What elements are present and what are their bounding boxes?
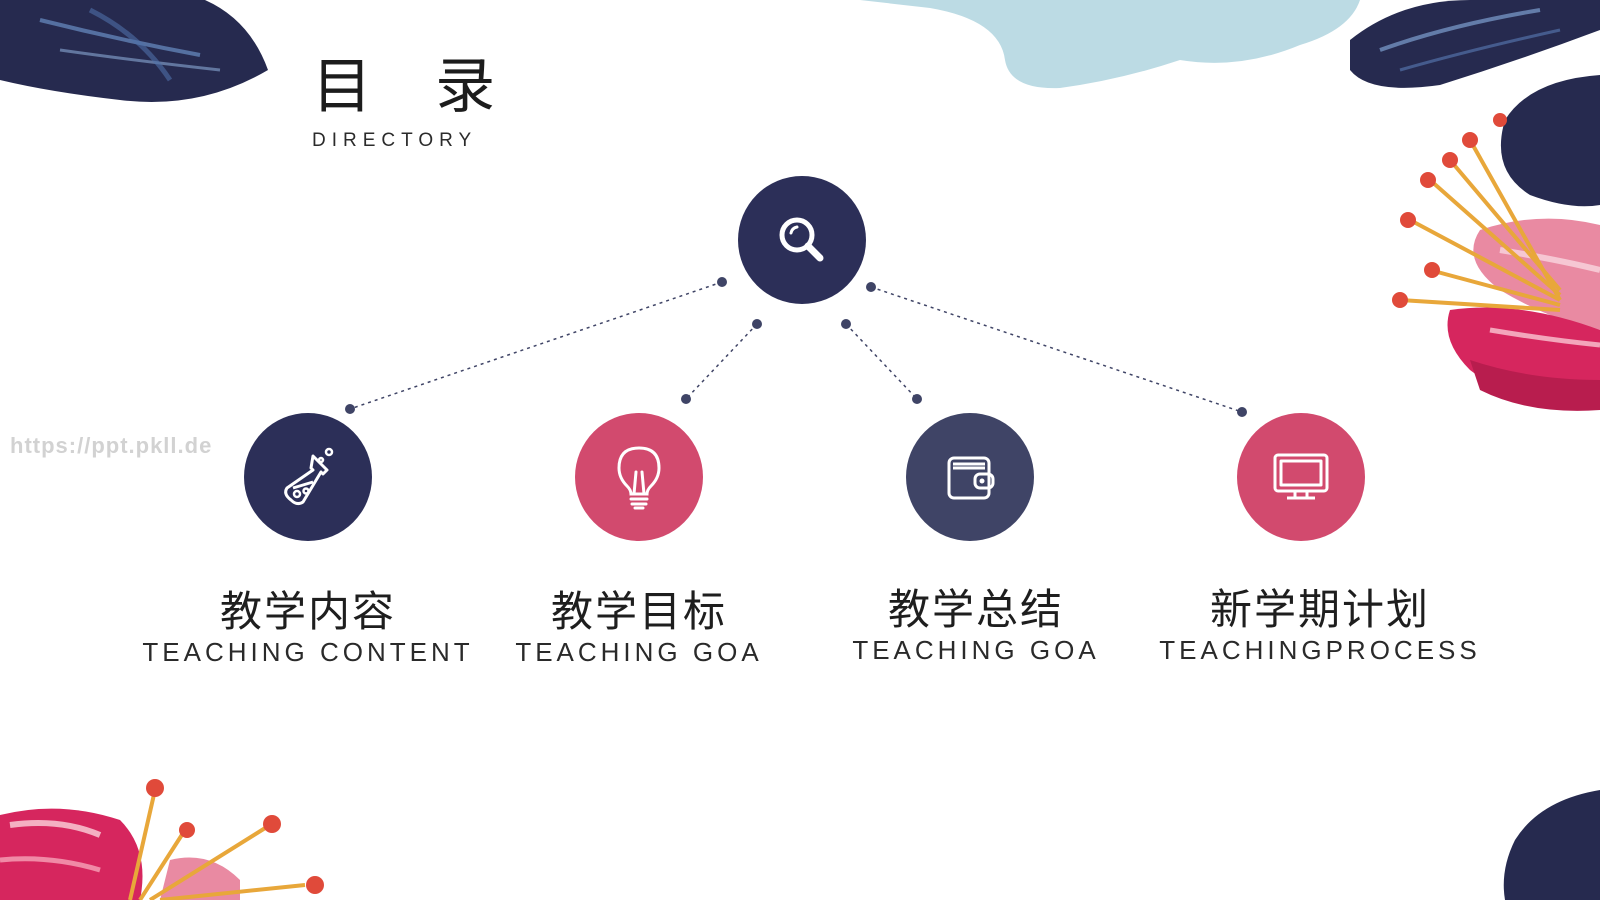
item-title-en: TEACHINGPROCESS [1159, 635, 1481, 665]
flask-icon [284, 447, 334, 506]
item-title-cn: 教学内容 [219, 587, 396, 636]
watermark-url: https://ppt.pkll.de [10, 433, 213, 458]
right-flower [1392, 113, 1600, 411]
connector-dot [1237, 407, 1247, 417]
connector-line-3 [845, 323, 918, 400]
connector-dot [866, 282, 876, 292]
item-title-cn: 新学期计划 [1209, 585, 1430, 634]
connector-dot [912, 394, 922, 404]
item-node-new-term-plan[interactable] [1237, 413, 1365, 541]
item-label-3: 教学总结 TEACHING GOA [786, 585, 1166, 666]
connector-line-4 [870, 286, 1243, 413]
monitor-icon [1273, 453, 1329, 500]
right-leaf [1500, 75, 1600, 207]
item-node-teaching-summary[interactable] [906, 413, 1034, 541]
wallet-icon [947, 456, 995, 500]
connector-dot [752, 319, 762, 329]
item-title-en: TEACHING CONTENT [142, 637, 474, 667]
connector-line-1 [349, 281, 723, 410]
connector-dot [717, 277, 727, 287]
bottom-left-flower [0, 779, 324, 900]
item-label-2: 教学目标 TEACHING GOA [449, 587, 829, 668]
connector-dot [841, 319, 851, 329]
item-title-en: TEACHING GOA [515, 637, 763, 667]
connector-line-2 [685, 323, 758, 400]
item-label-4: 新学期计划 TEACHINGPROCESS [1130, 585, 1510, 666]
item-node-teaching-goal[interactable] [575, 413, 703, 541]
search-icon [779, 217, 824, 262]
item-title-en: TEACHING GOA [852, 635, 1100, 665]
bottom-right-leaf [1503, 790, 1600, 900]
top-left-leaf [0, 0, 268, 102]
page-subtitle: DIRECTORY [312, 130, 478, 151]
hub-circle[interactable] [738, 176, 866, 304]
page-title: 目 录 [312, 52, 518, 122]
item-label-1: 教学内容 TEACHING CONTENT [118, 587, 498, 668]
item-node-teaching-content[interactable] [244, 413, 372, 541]
top-blue-wash [860, 0, 1360, 89]
connector-dot [681, 394, 691, 404]
lightbulb-icon [617, 446, 661, 510]
item-title-cn: 教学总结 [887, 585, 1064, 634]
item-title-cn: 教学目标 [550, 587, 727, 636]
connector-dot [345, 404, 355, 414]
top-right-leaf [1350, 0, 1600, 88]
page-title-block: 目 录 DIRECTORY [312, 52, 517, 152]
